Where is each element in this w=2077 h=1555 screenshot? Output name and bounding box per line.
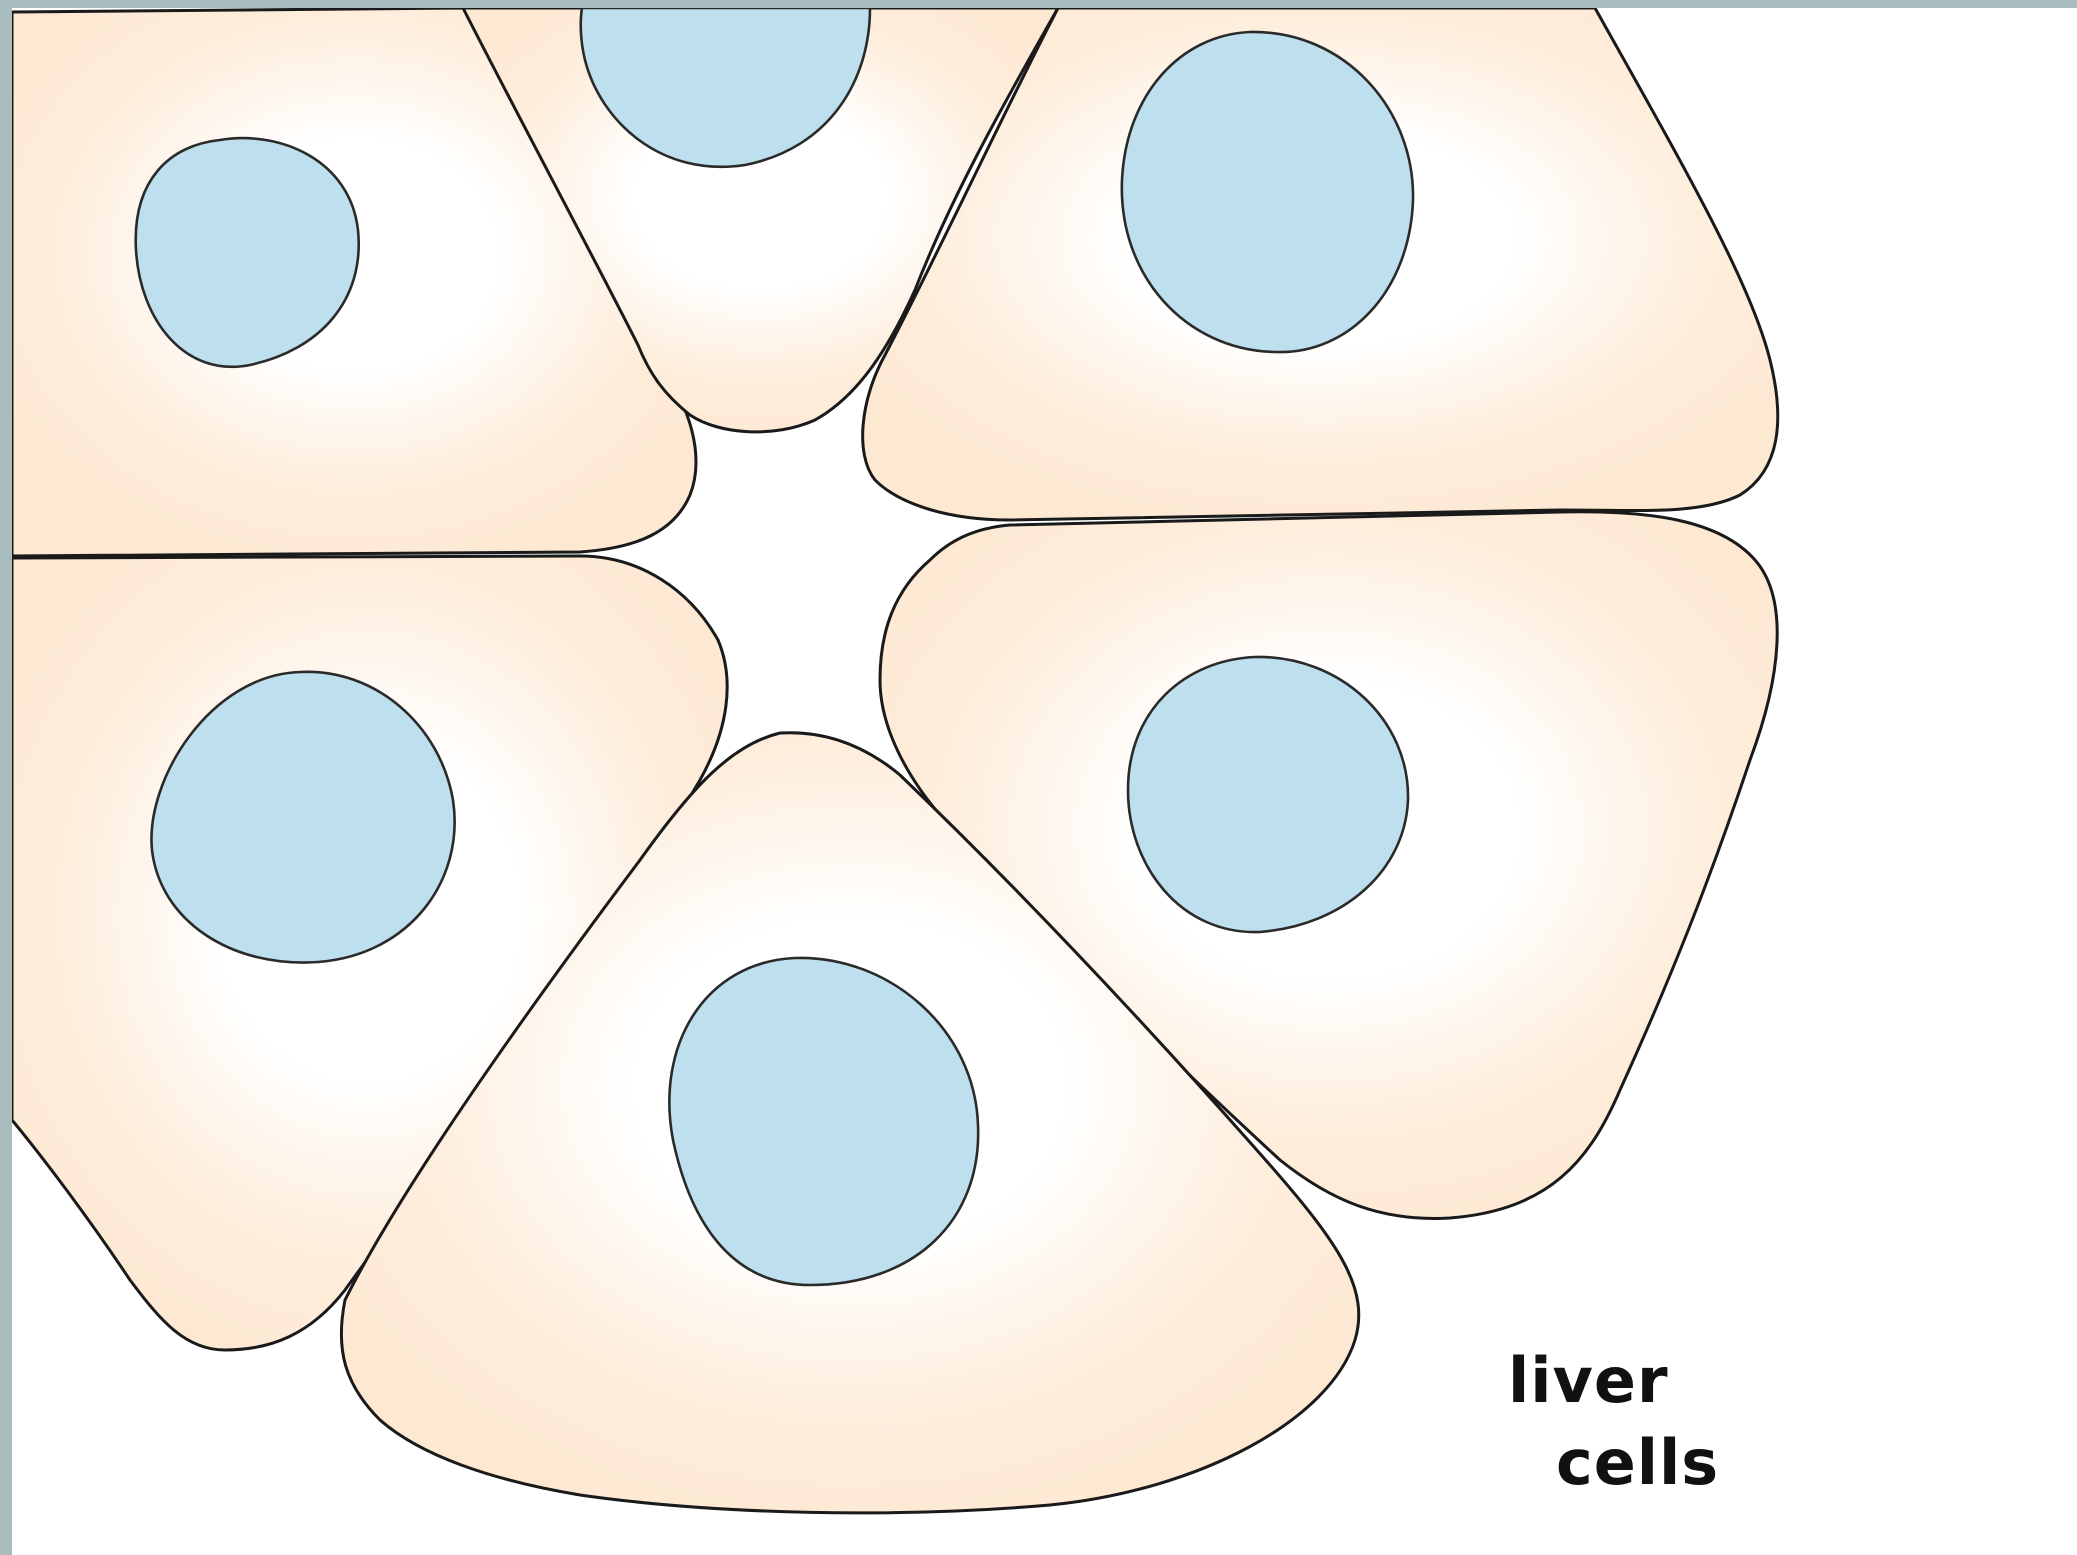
label-cells: cells bbox=[1556, 1432, 1719, 1494]
frame-top-edge bbox=[0, 0, 2077, 8]
frame-left-edge bbox=[0, 0, 12, 1555]
label-liver: liver bbox=[1508, 1350, 1669, 1412]
